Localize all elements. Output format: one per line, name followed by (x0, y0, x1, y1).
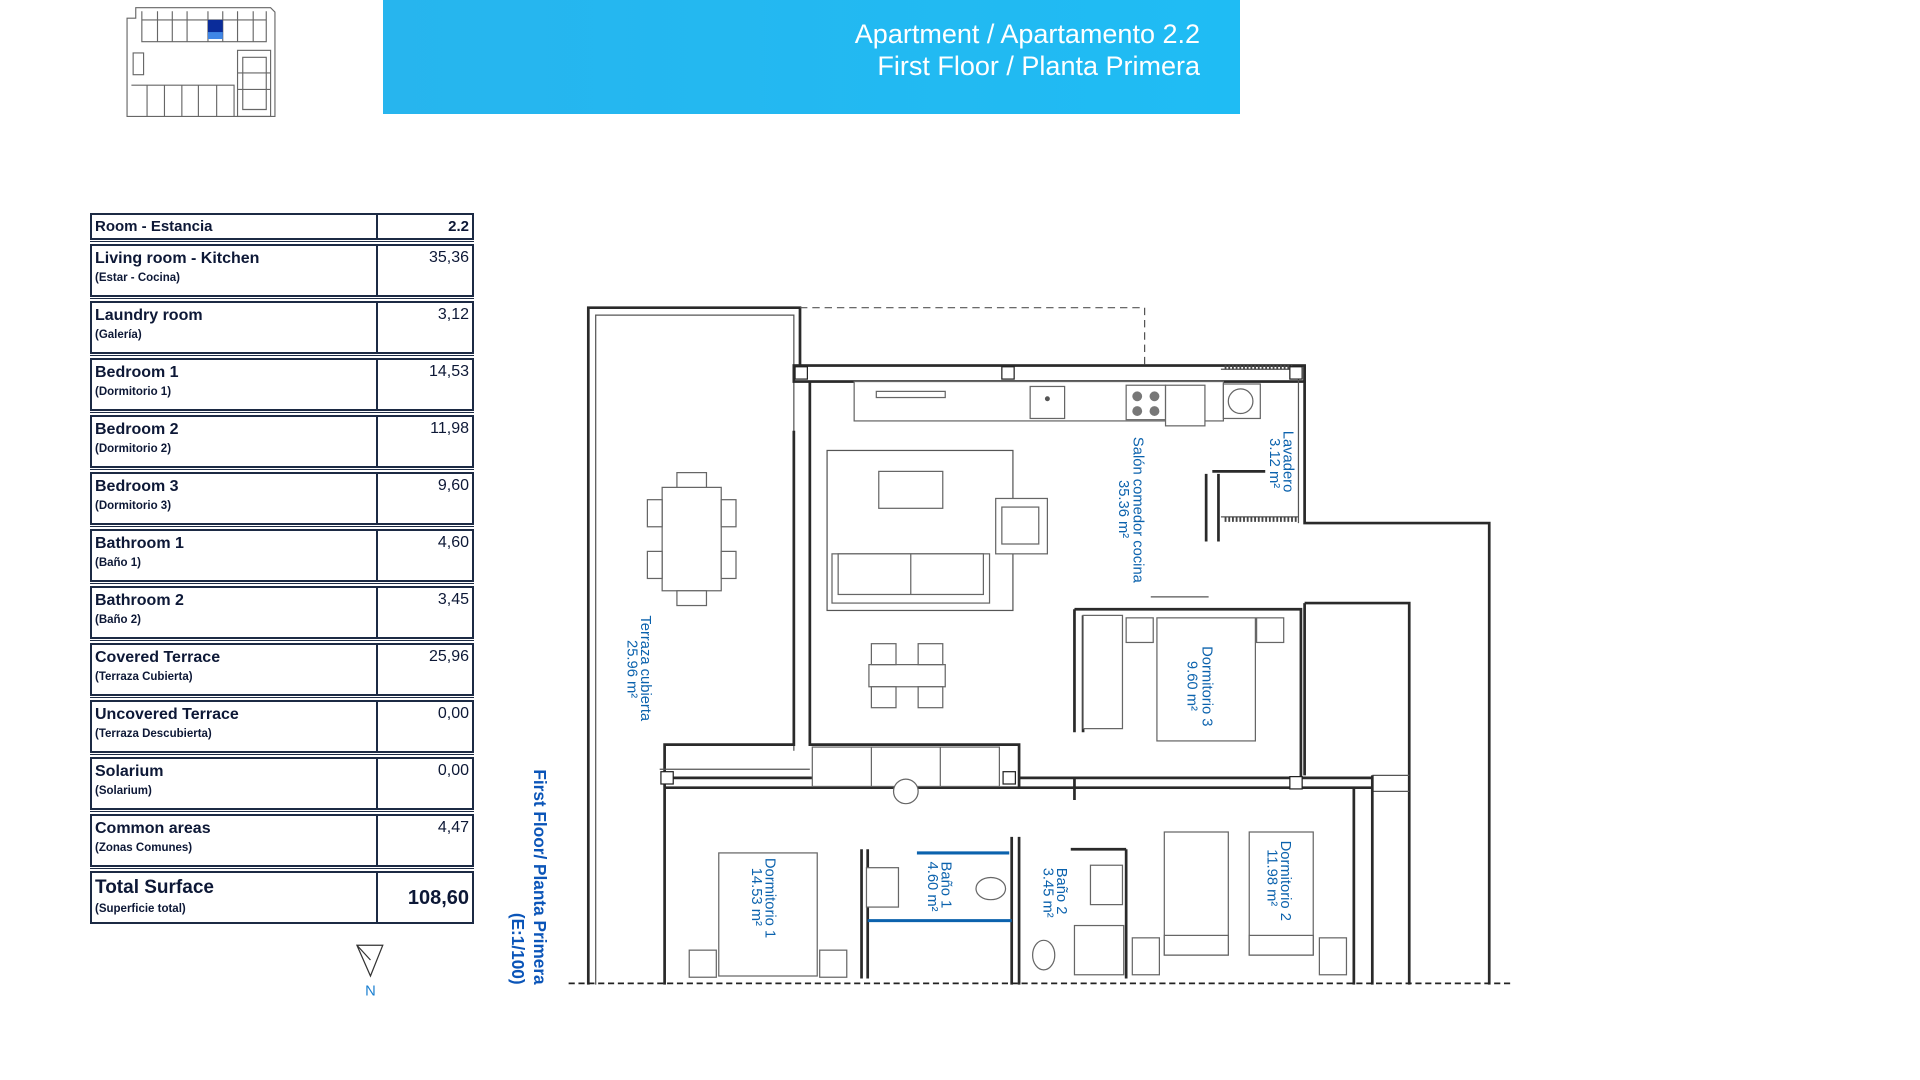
room-name-spanish: (Galería) (95, 329, 142, 341)
room-name: Living room - Kitchen (95, 250, 260, 267)
room-area-value: 0,00 (437, 762, 469, 779)
surface-table: Room - Estancia 2.2 Living room - Kitche… (90, 213, 474, 924)
room-area-laundry: 3.12 m² (1266, 438, 1282, 488)
room-area-value: 11,98 (430, 420, 469, 437)
building-keyplan-thumbnail (114, 0, 288, 132)
room-area-living: 35.36 m² (1115, 480, 1131, 538)
room-area-value: 9,60 (437, 477, 469, 494)
header-value: 2.2 (448, 218, 469, 235)
room-label-bath2: Baño 2 (1053, 868, 1069, 915)
room-name-spanish: (Baño 1) (95, 557, 141, 569)
room-name: Bathroom 2 (95, 592, 184, 609)
room-area-value: 14,53 (428, 363, 469, 380)
room-area-bedroom1: 14.53 m² (748, 868, 764, 926)
room-area-value: 0,00 (437, 705, 469, 722)
table-row: Laundry room (Galería) 3,12 (90, 298, 474, 354)
room-label-living: Salón comedor cocina (1130, 437, 1146, 584)
north-label: N (365, 984, 376, 1000)
floor-title: First Floor / Planta Primera (877, 51, 1200, 81)
room-name-spanish: (Dormitorio 3) (95, 500, 172, 512)
table-row: Uncovered Terrace (Terraza Descubierta) 0,… (90, 697, 474, 753)
walls (568, 306, 1512, 985)
room-name: Bedroom 1 (95, 364, 179, 381)
table-row: Bathroom 2 (Baño 2) 3,45 (90, 583, 474, 639)
room-label-laundry: Lavadero (1280, 431, 1296, 493)
room-label-bath1: Baño 1 (938, 862, 954, 909)
room-label-bedroom3: Dormitorio 3 (1198, 646, 1214, 726)
room-name-spanish: (Solarium) (95, 785, 152, 797)
room-name: Covered Terrace (95, 649, 221, 666)
room-name: Common areas (95, 820, 211, 837)
apartment-title-banner: Apartment / Apartamento 2.2 First Floor … (383, 0, 1240, 114)
room-name: Uncovered Terrace (95, 706, 239, 723)
room-area-terrace: 25.96 m² (624, 640, 640, 698)
scale-label: (E:1/100) (508, 913, 528, 985)
room-name: Bathroom 1 (95, 535, 184, 552)
room-area-bath1: 4.60 m² (924, 862, 940, 912)
room-name: Laundry room (95, 307, 203, 324)
room-area-value: 4,60 (437, 534, 469, 551)
furniture (646, 380, 1348, 978)
room-label-terrace: Terraza cubierta (637, 615, 653, 722)
table-row: Solarium (Solarium) 0,00 (90, 754, 474, 810)
table-row: Bedroom 1 (Dormitorio 1) 14,53 (90, 355, 474, 411)
room-labels: Salón comedor cocina 35.36 m² Lavadero 3… (624, 431, 1296, 938)
total-label: Total Surface (95, 877, 214, 898)
header-label: Room - Estancia (92, 215, 378, 238)
table-row: Bathroom 1 (Baño 1) 4,60 (90, 526, 474, 582)
room-area-value: 35,36 (428, 249, 469, 266)
room-area-value: 25,96 (428, 648, 469, 665)
north-arrow-icon (355, 944, 384, 978)
room-label-bedroom1: Dormitorio 1 (762, 858, 778, 938)
room-name-spanish: (Dormitorio 1) (95, 386, 172, 398)
table-row: Living room - Kitchen (Estar - Cocina) 35,… (90, 241, 474, 297)
total-sublabel: (Superficie total) (95, 903, 186, 915)
room-name: Solarium (95, 763, 164, 780)
floor-label: First Floor/ Planta Primera (530, 769, 550, 985)
room-name: Bedroom 2 (95, 421, 179, 438)
apartment-title: Apartment / Apartamento 2.2 (854, 19, 1200, 49)
room-area-bedroom2: 11.98 m² (1264, 849, 1280, 906)
table-header: Room - Estancia 2.2 (90, 213, 474, 240)
table-row: Common areas (Zonas Comunes) 4,47 (90, 811, 474, 867)
table-row-total: Total Surface (Superficie total) 108,60 (90, 868, 474, 924)
room-name-spanish: (Terraza Descubierta) (95, 728, 212, 740)
room-name-spanish: (Zonas Comunes) (95, 842, 193, 854)
room-name-spanish: (Baño 2) (95, 614, 141, 626)
room-area-value: 4,47 (437, 819, 469, 836)
room-name-spanish: (Estar - Cocina) (95, 272, 180, 284)
table-row: Covered Terrace (Terraza Cubierta) 25,96 (90, 640, 474, 696)
room-label-bedroom2: Dormitorio 2 (1277, 841, 1293, 921)
room-area-value: 3,12 (437, 306, 469, 323)
table-row: Bedroom 2 (Dormitorio 2) 11,98 (90, 412, 474, 468)
room-name: Bedroom 3 (95, 478, 179, 495)
table-row: Bedroom 3 (Dormitorio 3) 9,60 (90, 469, 474, 525)
room-area-bath2: 3.45 m² (1040, 868, 1056, 918)
total-value: 108,60 (407, 887, 469, 909)
room-area-bedroom3: 9.60 m² (1184, 661, 1200, 711)
room-area-value: 3,45 (437, 591, 469, 608)
room-name-spanish: (Dormitorio 2) (95, 443, 172, 455)
room-name-spanish: (Terraza Cubierta) (95, 671, 193, 683)
